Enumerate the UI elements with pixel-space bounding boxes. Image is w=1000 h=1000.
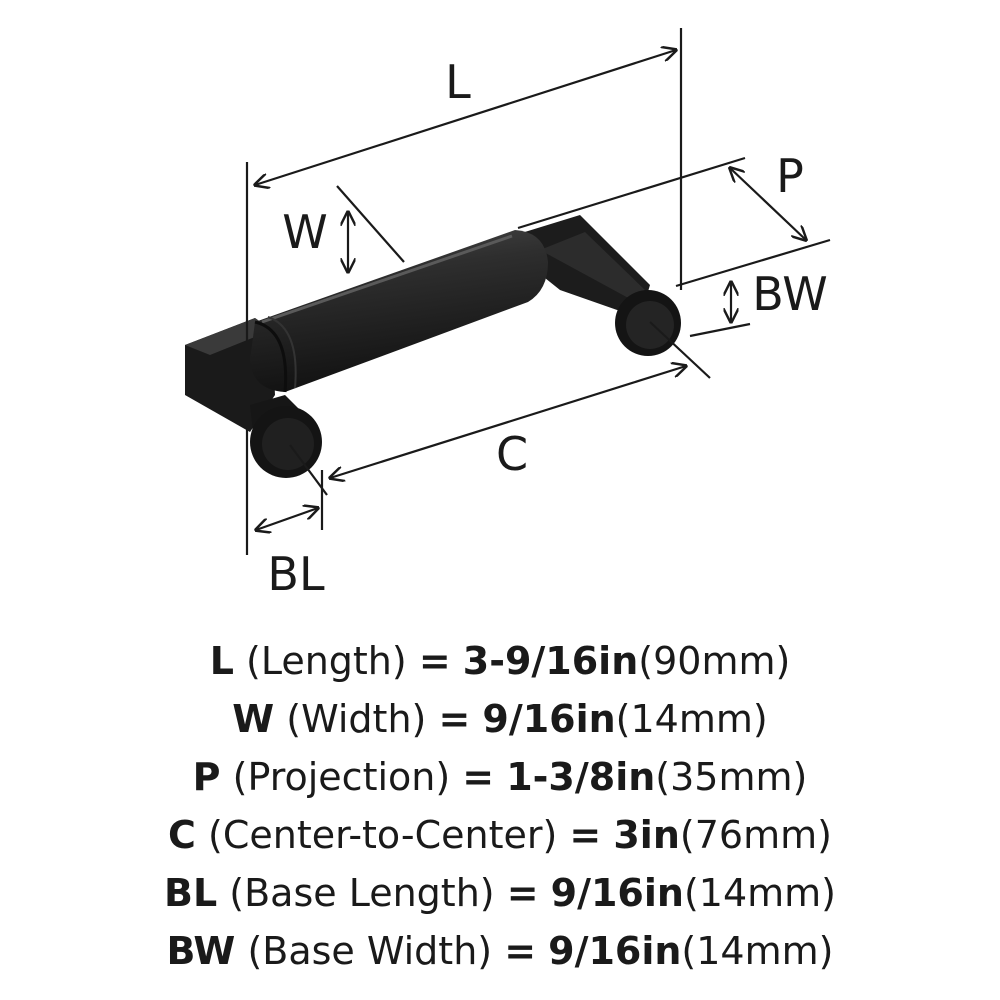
cabinet-pull-image	[185, 215, 681, 478]
label-BW: BW	[752, 267, 827, 321]
spec-inch: 9/16in	[548, 929, 682, 973]
spec-equals: =	[462, 755, 495, 799]
spec-base-width: BW (Base Width) = 9/16in(14mm)	[0, 922, 1000, 980]
spec-code: BW	[166, 929, 236, 973]
spec-equals: =	[569, 813, 602, 857]
spec-code: BL	[164, 871, 218, 915]
spec-mm: (14mm)	[681, 929, 834, 973]
spec-name: (Length)	[246, 639, 407, 683]
spec-code: W	[232, 697, 275, 741]
spec-name: (Width)	[286, 697, 427, 741]
spec-mm: (76mm)	[679, 813, 832, 857]
spec-code: P	[192, 755, 221, 799]
spec-inch: 9/16in	[482, 697, 616, 741]
spec-name: (Center-to-Center)	[208, 813, 558, 857]
spec-code: C	[168, 813, 196, 857]
label-P: P	[776, 149, 804, 203]
label-L: L	[445, 55, 471, 109]
spec-equals: =	[418, 639, 451, 683]
label-W: W	[282, 205, 327, 259]
spec-inch: 3-9/16in	[462, 639, 639, 683]
spec-code: L	[209, 639, 234, 683]
spec-name: (Base Width)	[247, 929, 493, 973]
label-BL: BL	[267, 547, 325, 601]
dimension-specs-list: L (Length) = 3-9/16in(90mm) W (Width) = …	[0, 632, 1000, 980]
spec-equals: =	[506, 871, 539, 915]
spec-width: W (Width) = 9/16in(14mm)	[0, 690, 1000, 748]
spec-mm: (14mm)	[683, 871, 836, 915]
spec-equals: =	[438, 697, 471, 741]
spec-inch: 9/16in	[550, 871, 684, 915]
spec-inch: 3in	[613, 813, 680, 857]
spec-mm: (35mm)	[655, 755, 808, 799]
label-C: C	[496, 427, 528, 481]
dimension-lines	[245, 28, 831, 555]
spec-name: (Base Length)	[229, 871, 495, 915]
handle-dimension-diagram: L W P BW C BL	[185, 28, 831, 601]
spec-mm: (90mm)	[638, 639, 791, 683]
spec-projection: P (Projection) = 1-3/8in(35mm)	[0, 748, 1000, 806]
spec-length: L (Length) = 3-9/16in(90mm)	[0, 632, 1000, 690]
spec-equals: =	[504, 929, 537, 973]
spec-base-length: BL (Base Length) = 9/16in(14mm)	[0, 864, 1000, 922]
spec-center-to-center: C (Center-to-Center) = 3in(76mm)	[0, 806, 1000, 864]
spec-inch: 1-3/8in	[506, 755, 656, 799]
spec-mm: (14mm)	[615, 697, 768, 741]
spec-name: (Projection)	[232, 755, 451, 799]
